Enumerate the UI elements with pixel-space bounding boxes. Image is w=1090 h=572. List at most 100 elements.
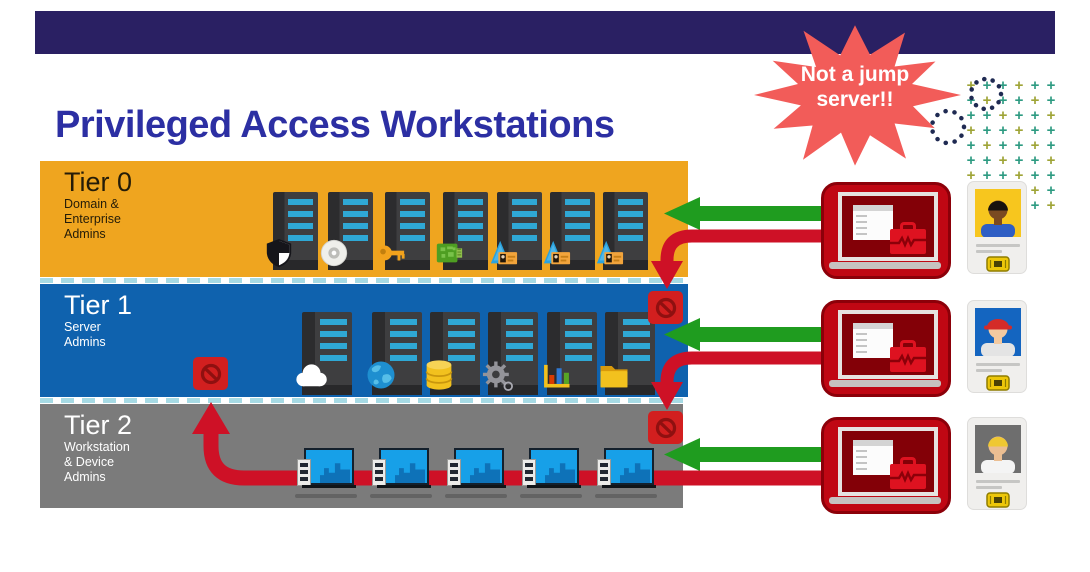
plus-glyph: +: [966, 152, 976, 169]
server-led-stripe: [389, 343, 417, 349]
id-badge: [967, 181, 1027, 274]
certificate-icon: [594, 238, 624, 273]
app-window-text-line: [856, 456, 867, 458]
tier1-sub2: Admins: [64, 335, 106, 349]
tier1-tier2-boundary: [40, 397, 688, 404]
paw-laptop: [821, 417, 951, 514]
cloud-icon: [293, 357, 329, 398]
server-base: [497, 260, 542, 270]
server-led-stripe: [288, 211, 313, 217]
server-led-stripe: [505, 319, 533, 325]
server-led-stripe: [447, 331, 475, 337]
server-base: [385, 260, 430, 270]
server-led-stripe: [565, 235, 590, 241]
plus-glyph: +: [1014, 137, 1024, 154]
server-tower: [490, 192, 542, 270]
plus-glyph: +: [1030, 197, 1040, 214]
server-tower: [425, 312, 480, 395]
tower-slot: [600, 470, 608, 474]
workstation-shadow: [520, 494, 582, 498]
plus-glyph: +: [998, 107, 1008, 124]
badge-text-line: [976, 244, 1020, 247]
server-base: [550, 260, 595, 270]
server-base: [302, 385, 352, 395]
app-window-text-line: [856, 351, 867, 353]
tier1-name: Tier 1: [64, 290, 133, 320]
id-badge: [967, 417, 1027, 510]
server-led-stripe: [319, 319, 347, 325]
plus-glyph: +: [966, 92, 976, 109]
tier2-sub1: Workstation: [64, 440, 130, 454]
server-led-stripe: [512, 235, 537, 241]
tower-slot: [300, 463, 308, 467]
monitor-wallpaper: [469, 463, 500, 483]
tier1-label: Tier 1 Server Admins: [64, 290, 132, 350]
server-led-stripe: [458, 199, 483, 205]
plus-glyph: +: [998, 167, 1008, 184]
plus-glyph: +: [1046, 167, 1056, 184]
monitor-base: [377, 485, 431, 488]
callout-line2: server!!: [816, 88, 894, 111]
badge-text-line: [976, 480, 1020, 483]
server-tower: [320, 192, 373, 270]
tier1-servers: [40, 284, 688, 397]
server-led-stripe: [505, 331, 533, 337]
plus-glyph: +: [998, 77, 1008, 94]
plus-glyph: +: [1046, 77, 1056, 94]
server-led-stripe: [343, 223, 368, 229]
plus-glyph: +: [1030, 107, 1040, 124]
tier2-label: Tier 2 Workstation & Device Admins: [64, 410, 132, 485]
server-led-stripe: [622, 355, 650, 361]
server-led-stripe: [447, 319, 475, 325]
monitor-wallpaper: [619, 463, 650, 483]
tower-slot: [375, 477, 383, 481]
tier1-sub1: Server: [64, 320, 101, 334]
plus-glyph: +: [1030, 77, 1040, 94]
plus-glyph: +: [1030, 92, 1040, 109]
server-led-stripe: [512, 199, 537, 205]
app-window-titlebar: [853, 205, 893, 211]
app-window-text-line: [856, 333, 867, 335]
server-led-stripe: [458, 223, 483, 229]
certificate-icon: [488, 238, 518, 273]
monitor-screen: [604, 448, 654, 485]
plus-glyph: +: [998, 137, 1008, 154]
app-window-icon: [853, 440, 893, 475]
tower-slot: [450, 470, 458, 474]
plus-glyph: +: [1046, 107, 1056, 124]
plus-glyph: +: [966, 77, 976, 94]
server-led-stripe: [389, 355, 417, 361]
plus-glyph: +: [998, 152, 1008, 169]
plus-glyph: +: [998, 122, 1008, 139]
tower-slot: [525, 477, 533, 481]
server-led-stripe: [447, 355, 475, 361]
server-led-stripe: [458, 235, 483, 241]
plus-glyph: +: [966, 107, 976, 124]
desktop-tower: [597, 459, 611, 486]
server-base: [328, 260, 373, 270]
server-led-stripe: [343, 199, 368, 205]
chart-icon: [538, 357, 574, 398]
plus-glyph: +: [998, 92, 1008, 109]
tier0-sub2: Enterprise: [64, 212, 121, 226]
plus-glyph: +: [982, 122, 992, 139]
server-led-stripe: [564, 319, 592, 325]
id-badge: [967, 300, 1027, 393]
certificate-icon: [541, 238, 571, 273]
server-led-stripe: [564, 331, 592, 337]
server-tower: [544, 312, 597, 395]
server-led-stripe: [622, 331, 650, 337]
plus-glyph: +: [982, 107, 992, 124]
app-window-text-line: [856, 339, 867, 341]
tower-slot: [525, 463, 533, 467]
server-led-stripe: [512, 211, 537, 217]
server-led-stripe: [565, 223, 590, 229]
monitor-screen: [304, 448, 354, 485]
tier2-sub3: Admins: [64, 470, 106, 484]
tier2-band: Tier 2 Workstation & Device Admins: [40, 404, 683, 508]
laptop-screen: [838, 427, 938, 496]
badge-text-line: [976, 250, 1002, 253]
app-window-text-line: [856, 462, 867, 464]
tier2-sub2: & Device: [64, 455, 115, 469]
monitor-base: [302, 485, 356, 488]
